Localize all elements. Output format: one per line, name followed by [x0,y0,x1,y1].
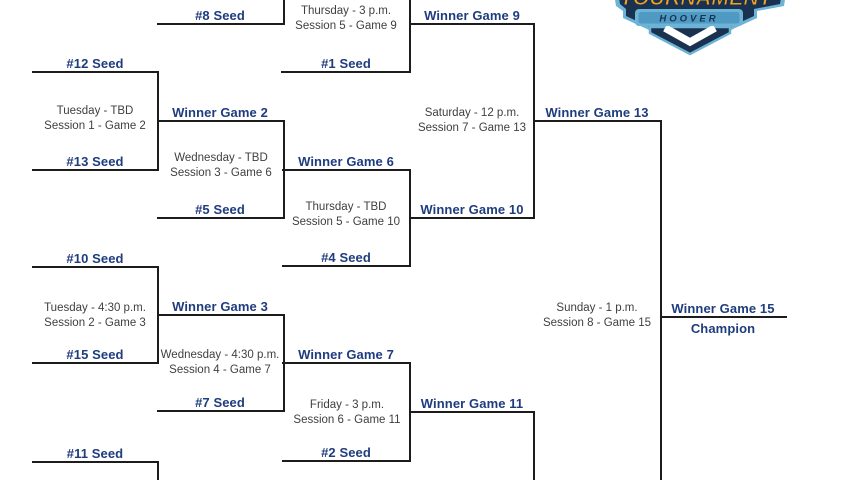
game-2-when: Tuesday - TBD [56,105,134,117]
game14-connector [533,411,535,480]
game-9-session: Session 5 - Game 9 [295,20,397,32]
game9-connector [409,0,411,73]
game-6-when: Wednesday - TBD [174,152,268,164]
seed5-line [157,217,284,219]
game-6-session: Session 3 - Game 6 [170,167,272,179]
game3-connector [157,266,159,364]
seed8-line [157,23,284,25]
champion-line [660,316,787,318]
winner-game2-line [157,120,284,122]
seed-11-label: #11 Seed [66,446,124,461]
seed-2-label: #2 Seed [321,445,371,460]
game11-connector [409,362,411,462]
seed-15-label: #15 Seed [66,347,124,362]
winner-game10-line [409,217,535,219]
winner-game-6-label: Winner Game 6 [298,154,394,169]
winner-game-7-label: Winner Game 7 [298,347,394,362]
seed4-line [282,265,410,267]
winner-game-2-label: Winner Game 2 [172,105,268,120]
winner-game9-line [409,23,535,25]
game-15-info: Sunday - 1 p.m. Session 8 - Game 15 [517,301,677,331]
game-10-session: Session 5 - Game 10 [291,216,401,228]
game-7-info: Wednesday - 4:30 p.m. Session 4 - Game 7 [140,348,300,378]
winner-game-10-label: Winner Game 10 [420,202,524,217]
winner-game6-line [282,169,410,171]
game-13-when: Saturday - 12 p.m. [424,107,520,119]
seed-8-label: #8 Seed [195,8,245,23]
game7-connector [283,314,285,412]
winner-game7-line [282,362,410,364]
game-11-info: Friday - 3 p.m. Session 6 - Game 11 [267,398,427,428]
winner-game13-line [533,120,661,122]
game6-connector-bot [283,169,285,219]
winner-game-9-label: Winner Game 9 [424,8,520,23]
game-7-when: Wednesday - 4:30 p.m. [160,349,280,361]
game-9-when: Thursday - 3 p.m. [300,5,392,17]
game-13-info: Saturday - 12 p.m. Session 7 - Game 13 [392,106,552,136]
game-3-when: Tuesday - 4:30 p.m. [44,302,146,314]
seed11-line [32,461,158,463]
seed-7-label: #7 Seed [195,395,245,410]
seed-5-label: #5 Seed [195,202,245,217]
game-11-when: Friday - 3 p.m. [309,399,385,411]
seed15-line [32,362,158,364]
game-7-session: Session 4 - Game 7 [169,364,271,376]
seed-1-label: #1 Seed [321,56,371,71]
logo-banner [638,12,740,24]
seed7-line [157,410,284,412]
seed-4-label: #4 Seed [321,250,371,265]
winner-game-13-label: Winner Game 13 [545,105,649,120]
seed12-line [32,71,158,73]
logo-chevron-icon [663,24,717,47]
winner-game11-line [409,411,535,413]
game-3-session: Session 2 - Game 3 [44,317,146,329]
seed1-line [281,71,410,73]
winner-game3-line [157,314,284,316]
game13-connector [533,23,535,219]
game-15-session: Session 8 - Game 15 [542,317,652,329]
game-13-session: Session 7 - Game 13 [417,122,527,134]
game-11-session: Session 6 - Game 11 [293,414,401,426]
game2-connector [157,71,159,171]
game-6-info: Wednesday - TBD Session 3 - Game 6 [141,151,301,181]
logo-tournament-text: TOURNAMENT [620,0,774,10]
game-3-info: Tuesday - 4:30 p.m. Session 2 - Game 3 [15,301,175,331]
game5-connector [283,0,285,25]
seed10-line [32,266,158,268]
seed2-line [282,460,410,462]
seed-13-label: #13 Seed [66,154,124,169]
game-2-info: Tuesday - TBD Session 1 - Game 2 [15,104,175,134]
game-2-session: Session 1 - Game 2 [44,120,146,132]
game-10-info: Thursday - TBD Session 5 - Game 10 [266,200,426,230]
game4-connector [157,461,159,480]
seed13-line [32,169,158,171]
game-15-when: Sunday - 1 p.m. [556,302,638,314]
tournament-logo: TOURNAMENT HOOVER [615,0,785,56]
game-9-info: Thursday - 3 p.m. Session 5 - Game 9 [266,4,426,34]
game6-connector-top [283,120,285,171]
logo-hoover-text: HOOVER [659,14,718,25]
winner-game-11-label: Winner Game 11 [420,396,524,411]
seed-12-label: #12 Seed [66,56,124,71]
game15-connector [660,120,662,480]
game-10-when: Thursday - TBD [305,201,387,213]
champion-label: Champion [690,321,756,336]
seed-10-label: #10 Seed [66,251,124,266]
game10-connector [409,169,411,267]
winner-game-15-label: Winner Game 15 [671,301,775,316]
winner-game-3-label: Winner Game 3 [172,299,268,314]
